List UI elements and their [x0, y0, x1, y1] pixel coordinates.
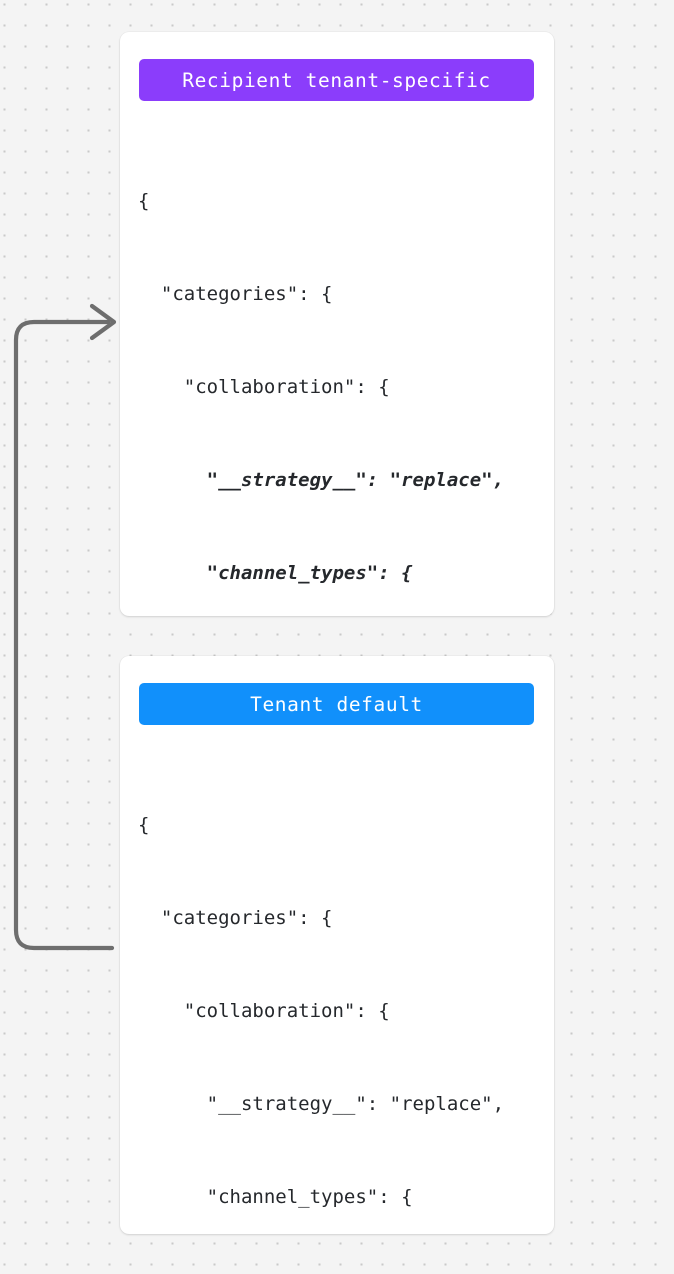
card-header-tenant: Tenant default — [139, 683, 534, 725]
code-line: "collaboration": { — [138, 376, 390, 398]
card-recipient-tenant-specific[interactable]: Recipient tenant-specific { "categories"… — [120, 32, 554, 616]
card-header-recipient: Recipient tenant-specific — [139, 59, 534, 101]
code-block-recipient: { "categories": { "collaboration": { "__… — [138, 124, 544, 616]
card-tenant-default[interactable]: Tenant default { "categories": { "collab… — [120, 656, 554, 1234]
code-line: { — [138, 190, 150, 212]
code-block-tenant: { "categories": { "collaboration": { "__… — [138, 748, 544, 1234]
code-line: "categories": { — [138, 907, 333, 929]
code-line: "channel_types": { — [138, 562, 413, 584]
code-line: "channel_types": { — [138, 1186, 413, 1208]
code-line: "__strategy__": "replace", — [138, 1093, 505, 1115]
code-line: "collaboration": { — [138, 1000, 390, 1022]
code-line: "__strategy__": "replace", — [138, 469, 505, 491]
code-line: { — [138, 814, 150, 836]
code-line: "categories": { — [138, 283, 333, 305]
